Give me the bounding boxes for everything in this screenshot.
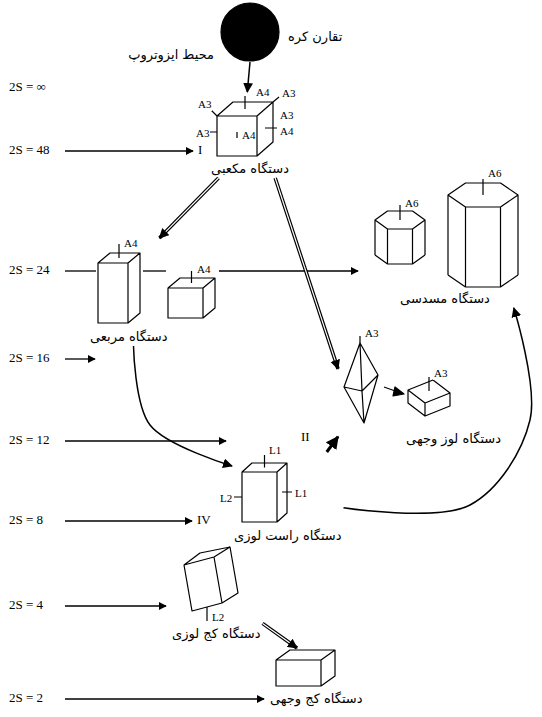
crystal-outline	[242, 463, 287, 522]
axis-label: A6	[487, 166, 502, 180]
derivation-arrow	[247, 62, 250, 92]
axis-label: A4	[241, 128, 256, 142]
arrow-line	[160, 178, 219, 238]
symmetry-count: 2S = 2	[8, 691, 44, 705]
system-label: دستگاه مسدسی	[365, 290, 525, 308]
crystal-outline	[184, 547, 238, 611]
axis-label: A4	[279, 124, 294, 138]
arrow-line-inner	[166, 178, 219, 232]
crystal-outline	[234, 455, 292, 497]
arrow-line	[247, 62, 250, 92]
axis-label: A3	[433, 366, 448, 380]
symmetry-count: 2S = 48	[8, 143, 51, 157]
arrow-line	[134, 346, 233, 466]
crystal-outline	[344, 343, 378, 423]
system-label: دستگاه مربعی	[88, 328, 218, 346]
crystal-system: دستگاه مربعی	[88, 238, 218, 346]
crystal-drawing	[88, 238, 218, 328]
leader-line	[65, 520, 192, 521]
roman-numeral: IV	[196, 513, 212, 527]
system-label: دستگاه کج وجهی	[268, 690, 365, 708]
crystal-system: دستگاه راست لوزی	[232, 452, 344, 545]
derivation-arrow	[275, 178, 338, 369]
system-label: دستگاه لوز وجهی	[338, 430, 503, 448]
axis-label: A4	[196, 262, 211, 276]
leader-line	[65, 605, 166, 606]
axis-label: A3	[364, 326, 379, 340]
crystal-drawing	[365, 175, 525, 290]
roman-numeral: I	[197, 143, 203, 157]
sphere-drawing	[220, 2, 280, 62]
axis-label: L1	[268, 443, 282, 457]
arrow-line	[327, 437, 338, 452]
crystal-drawing	[232, 452, 302, 527]
crystal-outline	[448, 183, 518, 287]
crystal-outline	[168, 278, 215, 318]
crystal-outline	[221, 3, 279, 61]
system-label: تقارن کره	[286, 28, 344, 46]
leader-line	[219, 270, 358, 271]
symmetry-count: 2S = 16	[8, 351, 51, 365]
leader-line	[65, 698, 264, 699]
leader-line	[65, 440, 226, 441]
crystal-system: دستگاه لوز وجهی	[338, 335, 503, 448]
axis-label: A3	[281, 86, 296, 100]
arrow-line-inner	[263, 623, 290, 642]
axis-label: A3	[197, 97, 212, 111]
crystal-outline	[206, 607, 207, 621]
symmetry-count: 2S = 4	[8, 598, 44, 612]
crystal-outline	[360, 336, 429, 391]
derivation-arrow	[327, 437, 338, 452]
sphere-node: تقارن کرهمحیط ایزوتروپ	[220, 2, 280, 62]
crystal-outline	[98, 253, 140, 323]
arrow-line	[263, 623, 297, 648]
system-label: دستگاه مکعبی	[205, 160, 295, 178]
symmetry-count: 2S = ∞	[8, 80, 47, 94]
system-label: دستگاه کج لوزی	[170, 625, 263, 643]
axis-label: A4	[255, 85, 270, 99]
derivation-arrow	[263, 623, 297, 648]
arrow-line	[275, 178, 338, 369]
system-label: محیط ایزوتروپ	[126, 46, 216, 64]
leader-line	[65, 150, 193, 151]
crystal-outline	[400, 179, 483, 220]
axis-label: L1	[294, 486, 308, 500]
axis-label: A4	[123, 236, 138, 250]
axis-label: A3	[279, 108, 294, 122]
leader-line	[65, 358, 95, 359]
system-label: دستگاه راست لوزی	[232, 527, 344, 545]
derivation-arrow	[134, 346, 233, 466]
crystal-outline	[276, 650, 335, 686]
crystal-drawing	[338, 335, 503, 430]
axis-label: A3	[195, 126, 210, 140]
arrow-line-inner	[275, 178, 335, 360]
leader-line	[65, 270, 96, 271]
symmetry-count: 2S = 12	[8, 433, 51, 447]
crystal-system: دستگاه کج لوزی	[170, 545, 263, 643]
crystal-system: دستگاه مسدسی	[365, 175, 525, 308]
axis-label: A6	[404, 196, 419, 210]
axis-label: L2	[211, 610, 225, 624]
symmetry-count: 2S = 8	[8, 513, 44, 527]
roman-numeral: II	[300, 430, 311, 444]
crystal-drawing	[268, 648, 348, 690]
arrow-line	[344, 308, 532, 513]
crystal-system: دستگاه کج وجهی	[268, 648, 365, 708]
symmetry-count: 2S = 24	[8, 263, 51, 277]
derivation-arrow	[160, 178, 219, 238]
crystal-outline	[217, 102, 273, 156]
leader-line	[143, 270, 166, 271]
axis-label: L2	[219, 491, 233, 505]
derivation-arrow	[344, 308, 532, 513]
crystal-outline	[393, 387, 404, 396]
